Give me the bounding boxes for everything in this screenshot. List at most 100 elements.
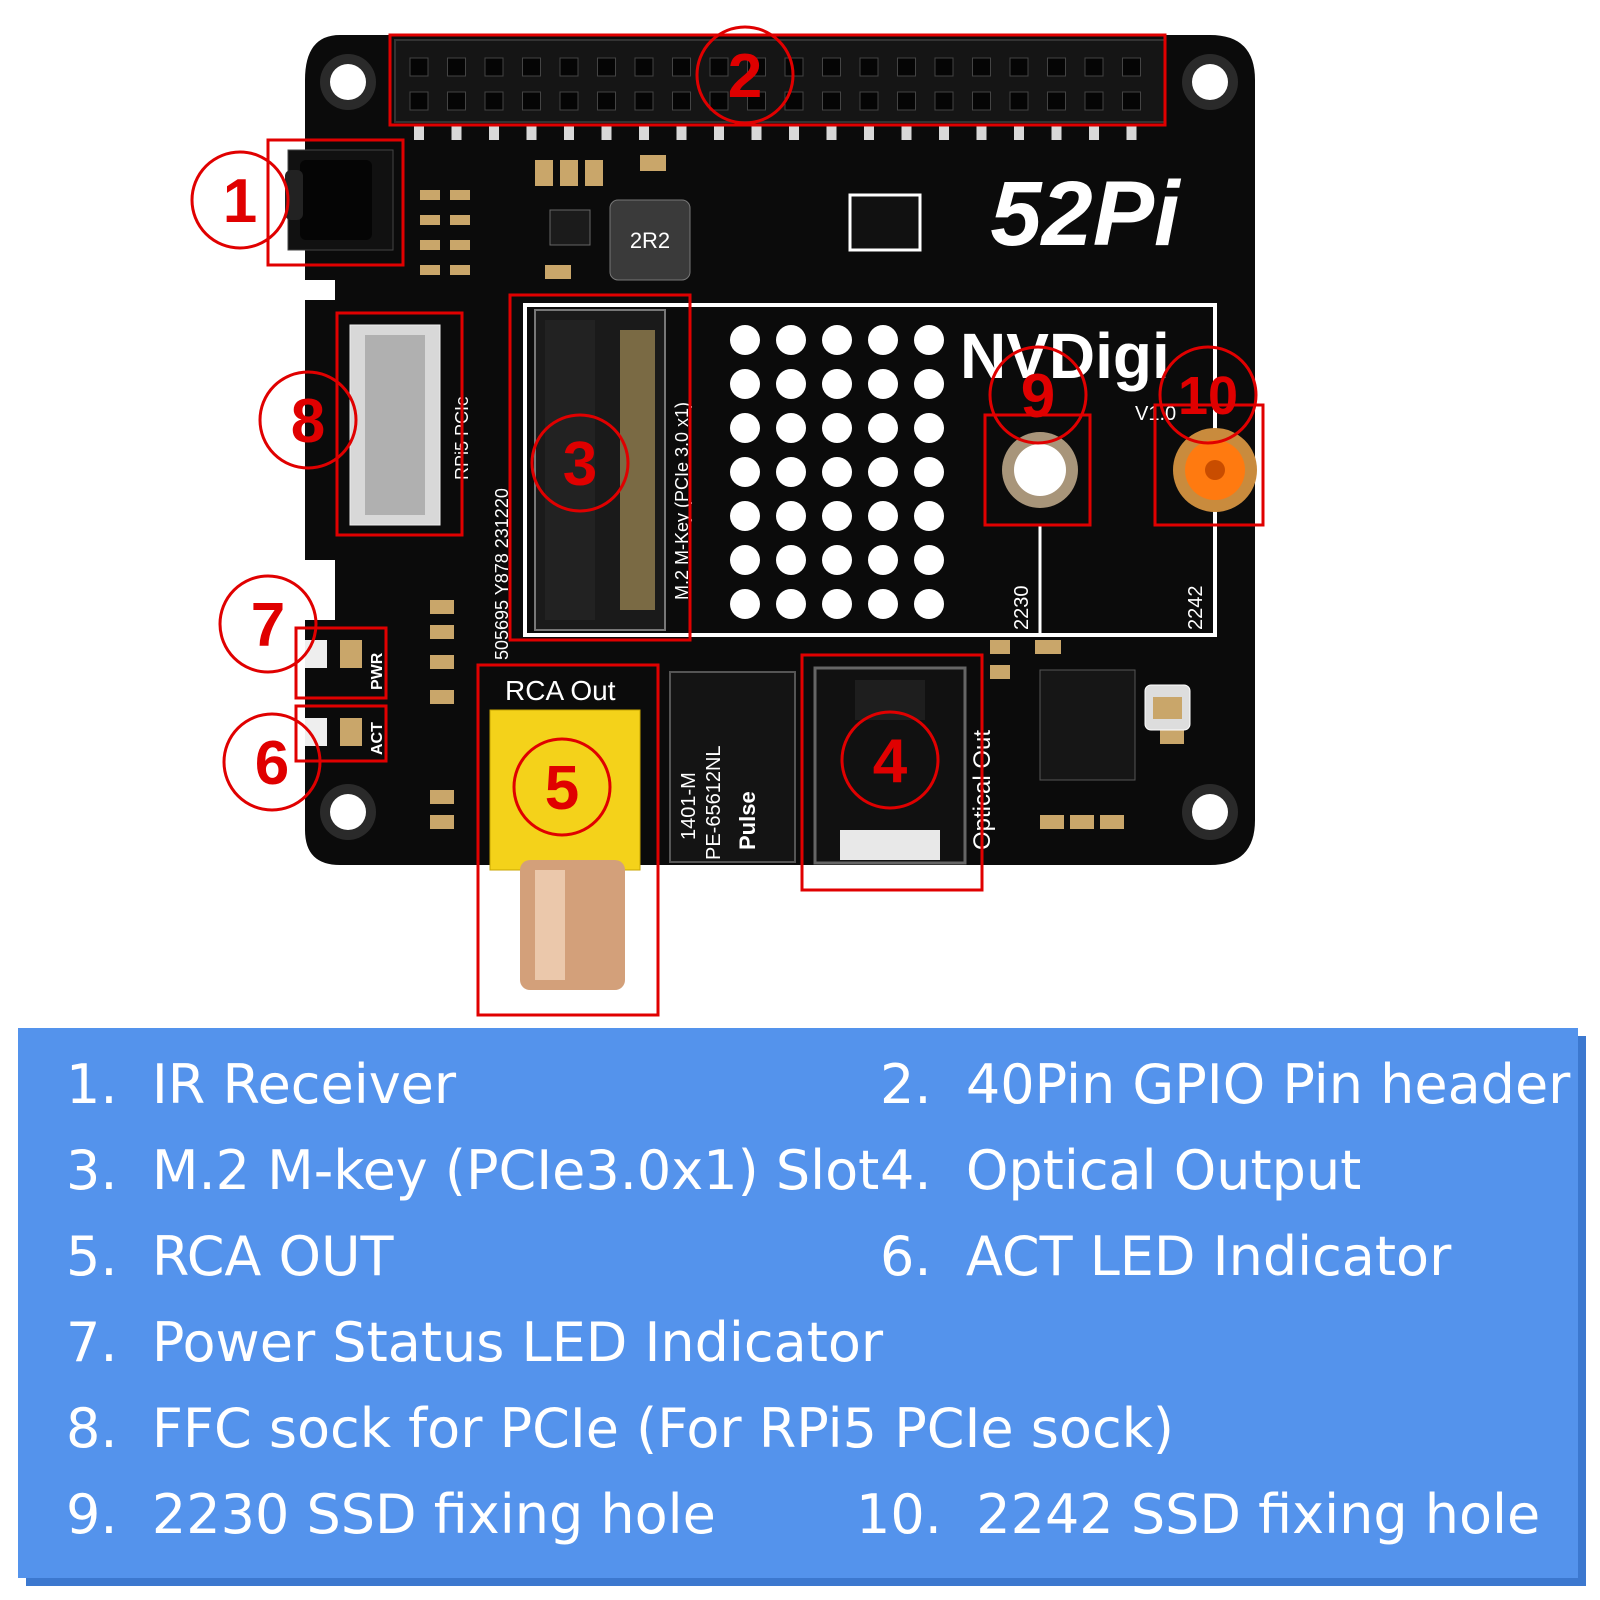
fixing-hole-2230 (1002, 432, 1078, 508)
callout-6: 6 (255, 729, 289, 798)
legend-text: Power Status LED Indicator (151, 1311, 884, 1374)
m2-slot (534, 309, 666, 631)
gpio-pin (634, 91, 654, 111)
gpio-pin (1122, 57, 1141, 77)
gpio-pin (1122, 91, 1141, 111)
legend-num: 6. (880, 1225, 932, 1288)
gpio-pin-leg (414, 124, 424, 140)
matrix-dot (822, 589, 852, 619)
mounting-holes (320, 54, 1238, 840)
ic-chips: 2R2 (549, 193, 1191, 781)
legend-text: 40Pin GPIO Pin header (965, 1053, 1571, 1116)
gpio-pin (447, 57, 466, 77)
legend-num: 8. (66, 1397, 118, 1460)
gpio-pin-leg (751, 124, 762, 140)
legend-item-3: 3. M.2 M-key (PCIe3.0x1) Slot (66, 1141, 879, 1201)
matrix-dot (914, 457, 944, 487)
gpio-pin (672, 57, 691, 77)
matrix-dot (914, 369, 944, 399)
gpio-pin-leg (714, 124, 724, 140)
size-2230-label: 2230 (1011, 586, 1033, 631)
gpio-pin-leg (826, 124, 837, 140)
gpio-pin-leg (676, 124, 687, 140)
legend-num: 4. (880, 1139, 932, 1202)
gpio-pin-leg (939, 124, 949, 140)
legend-item-9: 9. 2230 SSD fixing hole (66, 1485, 716, 1545)
gpio-pin (1009, 91, 1029, 111)
gpio-pin-leg (564, 124, 574, 140)
pcb-board (305, 35, 1255, 865)
gpio-pin (1084, 57, 1104, 77)
gpio-pin (972, 91, 991, 111)
gpio-pin (522, 57, 541, 77)
matrix-dot (914, 545, 944, 575)
matrix-dot (822, 325, 852, 355)
legend-item-8: 8. FFC sock for PCIe (For RPi5 PCIe sock… (66, 1399, 1174, 1459)
legend-text: M.2 M-key (PCIe3.0x1) Slot (151, 1139, 880, 1202)
legend-item-5: 5. RCA OUT (66, 1227, 394, 1287)
gpio-pin (409, 57, 429, 77)
gpio-pin (597, 91, 616, 111)
gpio-pin-leg (1014, 124, 1024, 140)
gpio-pin (709, 91, 729, 111)
callout-1: 1 (223, 167, 257, 236)
matrix-dot (914, 501, 944, 531)
gpio-pin-leg (864, 124, 874, 140)
gpio-pin (972, 57, 991, 77)
gpio-pin-leg (601, 124, 612, 140)
legend-item-6: 6. ACT LED Indicator (880, 1227, 1451, 1287)
matrix-dot (730, 413, 760, 443)
callout-boxes (266, 33, 1265, 1017)
matrix-dot (868, 325, 898, 355)
matrix-dot (914, 413, 944, 443)
transformer-part-label: PE-65612NL (703, 745, 725, 860)
gpio-pin (672, 91, 691, 111)
serial-label: 505695 Y878 231220 (492, 488, 512, 660)
matrix-dot (868, 589, 898, 619)
gpio-pins (409, 57, 1141, 140)
gpio-pin-leg (526, 124, 537, 140)
legend-text: 2230 SSD fixing hole (151, 1483, 716, 1546)
rca-out-label: RCA Out (505, 675, 616, 706)
gpio-pin (522, 91, 541, 111)
matrix-dot (776, 413, 806, 443)
gpio-pin (597, 57, 616, 77)
matrix-dot (776, 545, 806, 575)
ffc-connector (349, 324, 441, 526)
matrix-dot (914, 589, 944, 619)
legend-item-4: 4. Optical Output (880, 1141, 1361, 1201)
legend-text: IR Receiver (151, 1053, 457, 1116)
matrix-dot (868, 413, 898, 443)
gpio-pin (409, 91, 429, 111)
matrix-dot (776, 369, 806, 399)
gpio-pin (897, 91, 916, 111)
gpio-pin (1047, 57, 1066, 77)
gpio-pin (559, 57, 579, 77)
legend-num: 2. (880, 1053, 932, 1116)
gpio-pin (859, 91, 879, 111)
matrix-dot (776, 589, 806, 619)
act-led (305, 718, 362, 746)
gpio-pin-leg (489, 124, 499, 140)
matrix-dot (914, 325, 944, 355)
callout-numbers: 1 2 3 4 5 6 7 8 9 10 (223, 42, 1238, 823)
gpio-pin (559, 91, 579, 111)
brand-logo: 52Pi (990, 163, 1182, 265)
board-diagram: 2R2 52Pi NVDigi V1.0 M.2 M-Key (PCIe 3.0… (190, 25, 1265, 1017)
gpio-pin-leg (901, 124, 912, 140)
transformer-code-label: 1401-M (678, 772, 700, 840)
gpio-pin (709, 57, 729, 77)
gpio-pin (822, 91, 841, 111)
gpio-pin (484, 91, 504, 111)
matrix-dot (730, 589, 760, 619)
legend-num: 1. (66, 1053, 118, 1116)
optical-output-connector (813, 666, 967, 865)
matrix-dot (822, 501, 852, 531)
gpio-pin (1047, 91, 1066, 111)
matrix-dot (822, 413, 852, 443)
ir-receiver (285, 149, 394, 251)
legend-num: 10. (856, 1483, 942, 1546)
legend-item-1: 1. IR Receiver (66, 1055, 456, 1115)
legend-num: 5. (66, 1225, 118, 1288)
callout-circles (190, 25, 1258, 837)
